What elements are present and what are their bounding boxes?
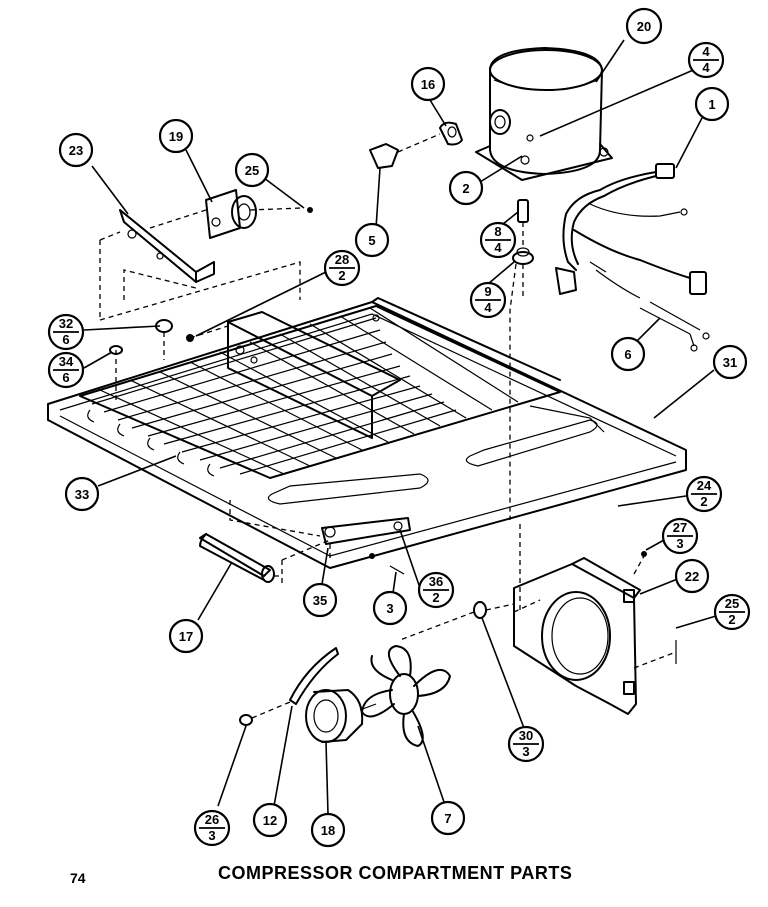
callout-4-4: 44 <box>687 41 725 79</box>
overload-relay <box>369 121 463 169</box>
svg-text:6: 6 <box>62 370 69 385</box>
condenser-coil <box>79 305 561 479</box>
fan-motor <box>239 647 377 743</box>
svg-text:2: 2 <box>700 494 707 509</box>
svg-text:2: 2 <box>432 590 439 605</box>
drier <box>199 533 331 586</box>
callout-9-4: 94 <box>469 281 507 319</box>
svg-text:35: 35 <box>313 593 327 608</box>
washer <box>399 520 521 641</box>
callout-35: 35 <box>302 582 338 618</box>
callout-6: 6 <box>610 336 646 372</box>
compressor-mounting <box>509 134 534 520</box>
callout-12: 12 <box>252 802 288 838</box>
callout-30-3: 303 <box>507 725 545 763</box>
svg-text:25: 25 <box>245 163 259 178</box>
callout-2: 2 <box>448 170 484 206</box>
svg-text:28: 28 <box>335 252 349 267</box>
callout-16: 16 <box>410 66 446 102</box>
callout-27-3: 273 <box>661 517 699 555</box>
svg-text:12: 12 <box>263 813 277 828</box>
wiring-harness <box>555 163 710 352</box>
svg-text:5: 5 <box>368 233 375 248</box>
callout-3: 3 <box>372 590 408 626</box>
svg-text:9: 9 <box>484 284 491 299</box>
callout-7: 7 <box>430 800 466 836</box>
svg-text:33: 33 <box>75 487 89 502</box>
callout-25-2: 252 <box>713 593 751 631</box>
callout-28-2: 282 <box>323 249 361 287</box>
svg-text:19: 19 <box>169 129 183 144</box>
callout-33: 33 <box>64 476 100 512</box>
callout-8-4: 84 <box>479 221 517 259</box>
svg-text:31: 31 <box>723 355 737 370</box>
svg-text:22: 22 <box>685 569 699 584</box>
svg-text:2: 2 <box>462 181 469 196</box>
compressor <box>475 47 613 181</box>
svg-text:3: 3 <box>208 828 215 843</box>
callout-17: 17 <box>168 618 204 654</box>
svg-text:6: 6 <box>624 347 631 362</box>
svg-text:26: 26 <box>205 812 219 827</box>
svg-text:25: 25 <box>725 596 739 611</box>
callout-26-3: 263 <box>193 809 231 847</box>
callout-23: 23 <box>58 132 94 168</box>
svg-text:4: 4 <box>702 44 710 59</box>
svg-text:32: 32 <box>59 316 73 331</box>
callout-36-2: 362 <box>417 571 455 609</box>
callout-31: 31 <box>712 344 748 380</box>
page-number: 74 <box>70 870 86 886</box>
svg-text:7: 7 <box>444 811 451 826</box>
svg-text:18: 18 <box>321 823 335 838</box>
svg-text:4: 4 <box>702 60 710 75</box>
page-title: COMPRESSOR COMPARTMENT PARTS <box>218 863 573 883</box>
callout-19: 19 <box>158 118 194 154</box>
divider-panel <box>227 311 401 439</box>
svg-text:3: 3 <box>676 536 683 551</box>
control-bracket <box>99 189 313 321</box>
fan-blade <box>361 645 451 747</box>
small-hardware <box>109 319 229 400</box>
svg-text:36: 36 <box>429 574 443 589</box>
svg-text:8: 8 <box>494 224 501 239</box>
svg-text:24: 24 <box>697 478 712 493</box>
svg-text:3: 3 <box>386 601 393 616</box>
callout-25: 25 <box>234 152 270 188</box>
svg-text:27: 27 <box>673 520 687 535</box>
svg-text:4: 4 <box>494 240 502 255</box>
leader-lines <box>83 39 717 815</box>
tube-clamp <box>229 500 411 575</box>
callout-22: 22 <box>674 558 710 594</box>
svg-text:2: 2 <box>338 268 345 283</box>
callout-34-6: 346 <box>47 351 85 389</box>
svg-text:16: 16 <box>421 77 435 92</box>
svg-text:20: 20 <box>637 19 651 34</box>
svg-text:6: 6 <box>62 332 69 347</box>
callout-1: 1 <box>694 86 730 122</box>
base-plate <box>47 297 687 569</box>
callout-20: 20 <box>625 7 663 45</box>
svg-text:34: 34 <box>59 354 74 369</box>
svg-text:23: 23 <box>69 143 83 158</box>
svg-text:17: 17 <box>179 629 193 644</box>
svg-text:4: 4 <box>484 300 492 315</box>
callout-32-6: 326 <box>47 313 85 351</box>
svg-text:1: 1 <box>708 97 715 112</box>
svg-text:2: 2 <box>728 612 735 627</box>
fan-shroud <box>513 551 677 715</box>
callout-24-2: 242 <box>685 475 723 513</box>
svg-text:30: 30 <box>519 728 533 743</box>
svg-text:3: 3 <box>522 744 529 759</box>
callout-18: 18 <box>310 812 346 848</box>
callout-5: 5 <box>354 222 390 258</box>
